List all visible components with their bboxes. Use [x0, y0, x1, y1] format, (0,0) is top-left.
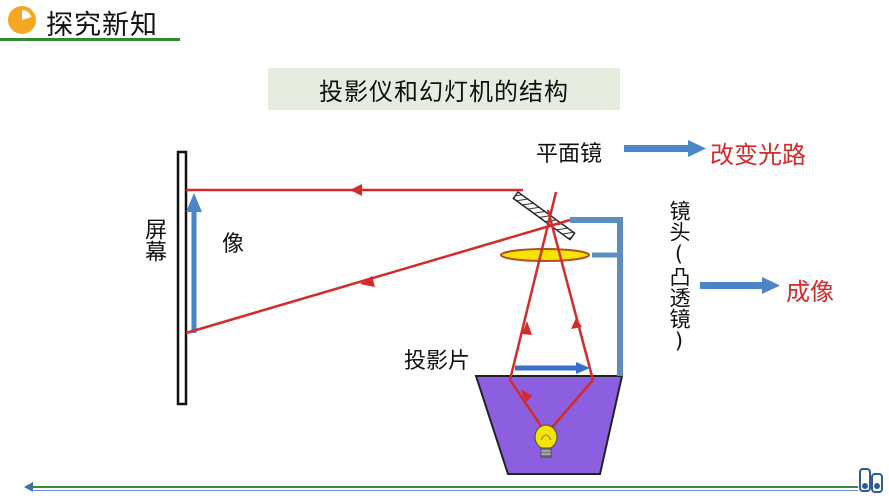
image-label: 像 [222, 232, 245, 257]
ray-bulb-left-arrow [521, 389, 532, 403]
lens-stand [570, 217, 623, 376]
diagram-title: 投影仪和幻灯机的结构 [268, 68, 620, 110]
pie-chart-icon [8, 6, 36, 34]
convex-lens [500, 248, 590, 262]
lens-effect-arrow [700, 277, 780, 294]
ray-bottom [185, 218, 571, 335]
footer-line-secondary [30, 490, 858, 491]
ray-right-arrow [571, 318, 582, 329]
ray-bulb-right-arrow [572, 389, 583, 403]
lens-effect-label: 成像 [786, 278, 834, 306]
ray-top-arrow [350, 184, 362, 196]
slide-arrow-head [576, 362, 590, 374]
image-arrow-head [186, 193, 202, 212]
screen-label: 屏幕 [141, 218, 166, 262]
mirror-label: 平面镜 [536, 142, 603, 167]
ray-bottom-arrow [360, 276, 375, 287]
ray-left-arrow [522, 321, 532, 335]
back-arrow-icon [24, 482, 33, 492]
plane-mirror [512, 190, 576, 241]
mirror-effect-label: 改变光路 [710, 141, 806, 169]
lens-label: 镜头(凸透镜) [667, 200, 691, 353]
header: 探究新知 [0, 0, 180, 41]
slide-label: 投影片 [404, 349, 471, 374]
logo-icon [859, 468, 883, 493]
ray-right-up [546, 209, 595, 381]
ray-bulb-left [508, 379, 547, 433]
screen [176, 150, 188, 406]
ray-bulb-right [547, 379, 594, 433]
header-title: 探究新知 [46, 10, 158, 41]
ray-left-up [508, 191, 558, 381]
header-underline [0, 38, 180, 41]
mirror-effect-arrow [624, 140, 706, 157]
light-bulb-icon [534, 424, 558, 458]
footer-line [30, 486, 858, 488]
